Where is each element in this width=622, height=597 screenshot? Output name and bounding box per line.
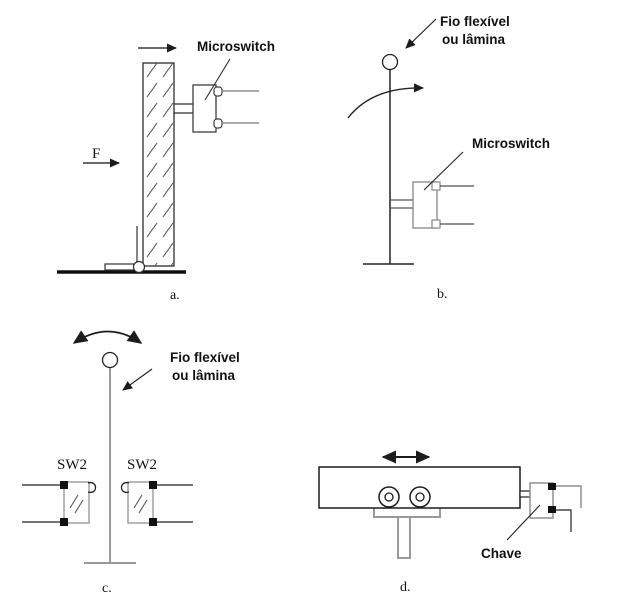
caption-c: c.: [102, 581, 112, 596]
switch-right: SW2: [120, 457, 193, 526]
actuator-tab: [519, 490, 531, 498]
sensor-label-line2: ou lâmina: [172, 368, 236, 383]
terminal-top: [60, 481, 68, 489]
microswitch-a-terminal-top: [213, 86, 223, 97]
figure-d: Chave d.: [318, 450, 582, 595]
figure-a: F Microswitch a.: [57, 39, 275, 303]
actuator-hook: [87, 482, 97, 493]
terminal-bottom: [149, 518, 157, 526]
terminal-bottom: [548, 506, 556, 513]
sensor-label-line1: Fio flexível: [440, 14, 510, 29]
double-swing-arrow-icon: [72, 330, 143, 344]
microswitch-b-terminal-top: [431, 181, 441, 191]
terminal-top: [548, 483, 556, 490]
label-pointer-line: [423, 151, 464, 191]
actuator-hook: [120, 482, 130, 493]
hatch-stroke: [74, 499, 84, 514]
roller-right-axle: [415, 492, 425, 502]
roller-left-axle: [384, 492, 394, 502]
tip-ball: [381, 53, 399, 71]
pivot-circle: [132, 260, 146, 274]
figure-c: Fio flexível ou lâmina SW2 SW2 c.: [22, 330, 240, 596]
terminal-bottom: [60, 518, 68, 526]
hatch-stroke: [133, 494, 143, 509]
microswitch-b-terminal-bottom: [431, 219, 441, 229]
label-pointer-line: [204, 58, 231, 101]
switch-right-label: SW2: [127, 457, 157, 473]
lever-plate-hatch: [143, 63, 174, 266]
sensor-pointer-arrow: [122, 368, 153, 391]
stop-bracket-bar: [104, 263, 137, 271]
support-post: [397, 516, 411, 559]
switch-left: SW2: [22, 457, 97, 526]
swing-arrow-icon: [347, 83, 424, 119]
label-pointer-line: [506, 504, 541, 541]
sensor-label-line2: ou lâmina: [442, 32, 506, 47]
microswitch-b-label: Microswitch: [472, 136, 550, 151]
microswitch-a-body: [192, 84, 217, 133]
microswitch-a-terminal-bottom: [213, 118, 223, 129]
wire-top: [556, 485, 582, 508]
switch-right-body: [127, 481, 154, 524]
caption-a: a.: [170, 288, 180, 303]
hatch-stroke: [69, 494, 79, 509]
sensor-label-line1: Fio flexível: [170, 350, 240, 365]
hatch-stroke: [138, 499, 148, 514]
switch-d-label: Chave: [481, 546, 522, 561]
wire-bottom: [556, 509, 572, 532]
switch-left-body: [63, 481, 90, 524]
tip-ball: [101, 351, 119, 369]
terminal-top: [149, 481, 157, 489]
force-label: F: [92, 146, 100, 162]
caption-d: d.: [400, 580, 411, 595]
microswitch-a-label: Microswitch: [197, 39, 275, 54]
sensor-pointer-arrow: [405, 18, 437, 49]
switch-left-label: SW2: [57, 457, 87, 473]
figure-b: Fio flexível ou lâmina Microswitch b.: [347, 14, 550, 302]
caption-b: b.: [437, 287, 448, 302]
